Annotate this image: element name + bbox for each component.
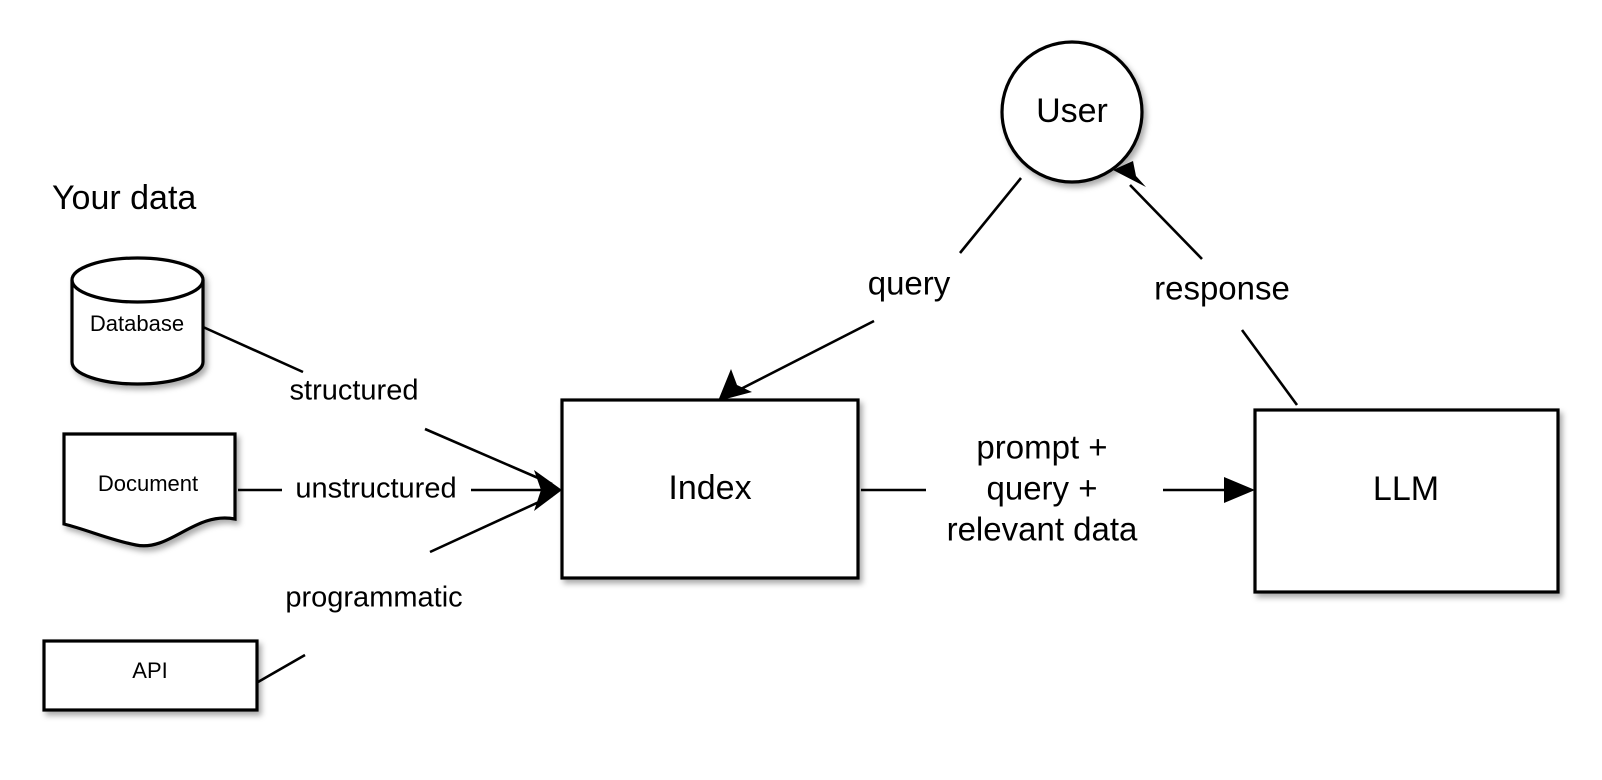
edge-response-to-user [1129, 184, 1203, 260]
node-document[interactable] [62, 432, 237, 548]
user-outline [1000, 40, 1144, 184]
llm-label: LLM [1373, 470, 1439, 508]
arrowhead-into-index-left [534, 470, 562, 511]
database-top-ellipse [70, 256, 205, 304]
edge-llm-to-response-lower-segment [1240, 329, 1299, 406]
edge-llm-upward [1297, 330, 1307, 407]
edge-label-response: response [1154, 270, 1290, 307]
api-fill [44, 641, 257, 710]
edge-label-prompt-line1: prompt + [976, 429, 1107, 466]
index-outline [560, 398, 860, 580]
edge-programmatic-to-index [429, 494, 553, 554]
document-outline [62, 432, 237, 548]
index-fill [562, 400, 858, 578]
api-label: API [132, 658, 167, 683]
edge-label-prompt-line2: query + [987, 470, 1098, 507]
edge-user-to-label-query [958, 177, 1023, 254]
section-title-your-data: Your data [52, 179, 196, 217]
database-top-fill [72, 258, 203, 302]
node-index[interactable] [560, 398, 860, 580]
node-user[interactable] [1000, 40, 1144, 184]
llm-fill [1255, 410, 1558, 592]
document-fill [64, 434, 235, 546]
arrowhead-into-index-top [718, 369, 752, 401]
user-fill [1002, 42, 1142, 182]
edge-label-structured: structured [290, 375, 419, 407]
api-outline [42, 639, 259, 712]
edge-structured-to-index [424, 427, 553, 486]
edge-label-unstructured: unstructured [295, 473, 456, 505]
database-body-outline [70, 280, 205, 386]
arrowhead-into-llm [1224, 477, 1255, 503]
database-label: Database [90, 311, 184, 336]
user-label: User [1036, 92, 1108, 130]
edge-llm-to-label-response-upper [1294, 300, 1334, 330]
node-api[interactable] [42, 639, 259, 712]
edge-database-to-label-structured [202, 325, 304, 374]
llm-outline [1253, 408, 1560, 594]
index-label: Index [668, 469, 751, 507]
database-body-fill [72, 280, 203, 384]
arrowhead-into-user [1113, 161, 1146, 187]
edge-query-to-index [732, 319, 875, 395]
edge-label-query: query [868, 265, 951, 302]
edge-label-prompt-line3: relevant data [947, 511, 1138, 548]
node-llm[interactable] [1253, 408, 1560, 594]
edge-api-to-label-programmatic [257, 653, 306, 684]
document-label: Document [98, 471, 198, 496]
edge-label-programmatic: programmatic [285, 582, 462, 614]
node-database[interactable] [70, 256, 205, 386]
